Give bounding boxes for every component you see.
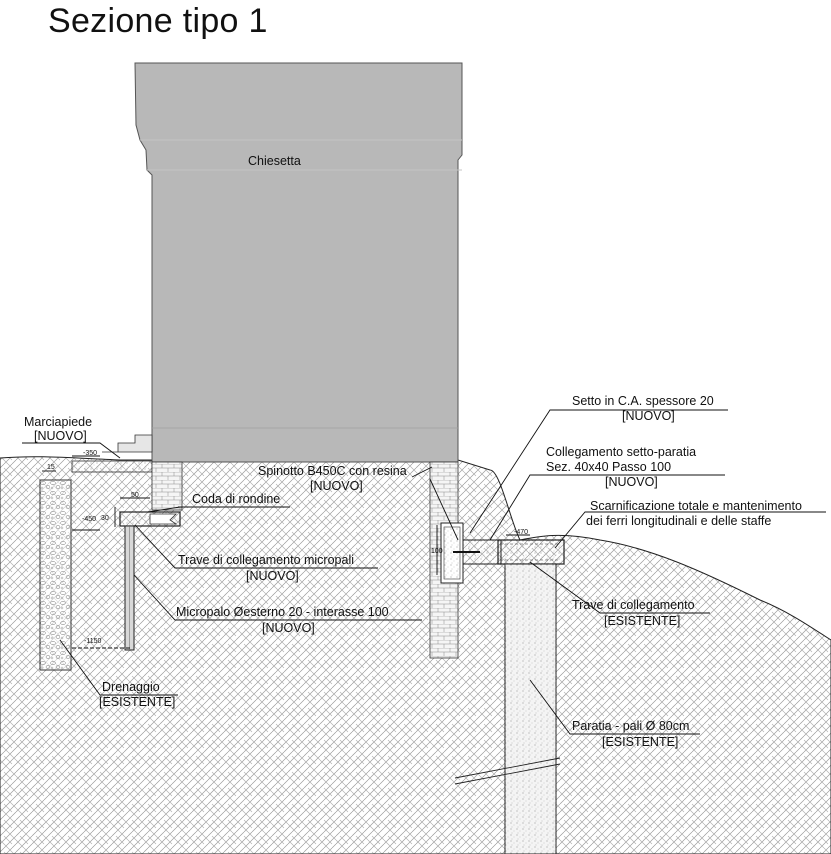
label-micropalo-status: [NUOVO] bbox=[262, 621, 315, 635]
label-trave-esistente-status: [ESISTENTE] bbox=[604, 614, 680, 628]
sidewalk-slab bbox=[71, 460, 153, 473]
label-trave-micropali-status: [NUOVO] bbox=[246, 569, 299, 583]
chiesetta-label: Chiesetta bbox=[248, 154, 301, 168]
dimension-lines: -350 15 50 30 -450 -1150 -470 100 bbox=[42, 450, 530, 649]
label-drenaggio-status: [ESISTENTE] bbox=[99, 695, 175, 709]
label-collegamento-status: [NUOVO] bbox=[605, 475, 658, 489]
entrance-steps bbox=[102, 434, 153, 453]
dim-100: 100 bbox=[431, 548, 443, 555]
chiesetta-building bbox=[134, 62, 463, 463]
existing-beam bbox=[497, 539, 565, 565]
foundation-left bbox=[151, 461, 183, 511]
ground-fill bbox=[0, 456, 831, 854]
dim-470: -470 bbox=[514, 529, 528, 536]
label-collegamento-section: Sez. 40x40 Passo 100 bbox=[546, 460, 671, 474]
dim-350: -350 bbox=[83, 450, 97, 457]
dim-15: 15 bbox=[47, 464, 55, 471]
drawing-title: Sezione tipo 1 bbox=[48, 2, 268, 40]
label-paratia: Paratia - pali Ø 80cm bbox=[572, 719, 689, 733]
dim-1150: -1150 bbox=[84, 638, 101, 645]
label-paratia-status: [ESISTENTE] bbox=[602, 735, 678, 749]
label-collegamento: Collegamento setto-paratia bbox=[546, 445, 696, 459]
label-scarnificazione-detail: dei ferri longitudinali e delle staffe bbox=[586, 514, 771, 528]
label-coda: Coda di rondine bbox=[192, 492, 280, 506]
label-scarnificazione: Scarnificazione totale e mantenimento bbox=[590, 499, 802, 513]
label-spinotto-status: [NUOVO] bbox=[310, 479, 363, 493]
dim-50: 50 bbox=[131, 492, 139, 499]
label-spinotto: Spinotto B450C con resina bbox=[258, 464, 407, 478]
leader-lines bbox=[22, 409, 826, 735]
label-marciapiede: Marciapiede bbox=[24, 415, 92, 429]
label-marciapiede-status: [NUOVO] bbox=[34, 429, 87, 443]
dim-30: 30 bbox=[101, 515, 109, 522]
dim-450: -450 bbox=[82, 516, 96, 523]
label-micropalo: Micropalo Øesterno 20 - interasse 100 bbox=[176, 605, 389, 619]
label-trave-esistente: Trave di collegamento bbox=[572, 598, 695, 612]
label-setto: Setto in C.A. spessore 20 bbox=[572, 394, 714, 408]
label-trave-micropali: Trave di collegamento micropali bbox=[178, 553, 354, 567]
label-drenaggio: Drenaggio bbox=[102, 680, 160, 694]
label-setto-status: [NUOVO] bbox=[622, 409, 675, 423]
